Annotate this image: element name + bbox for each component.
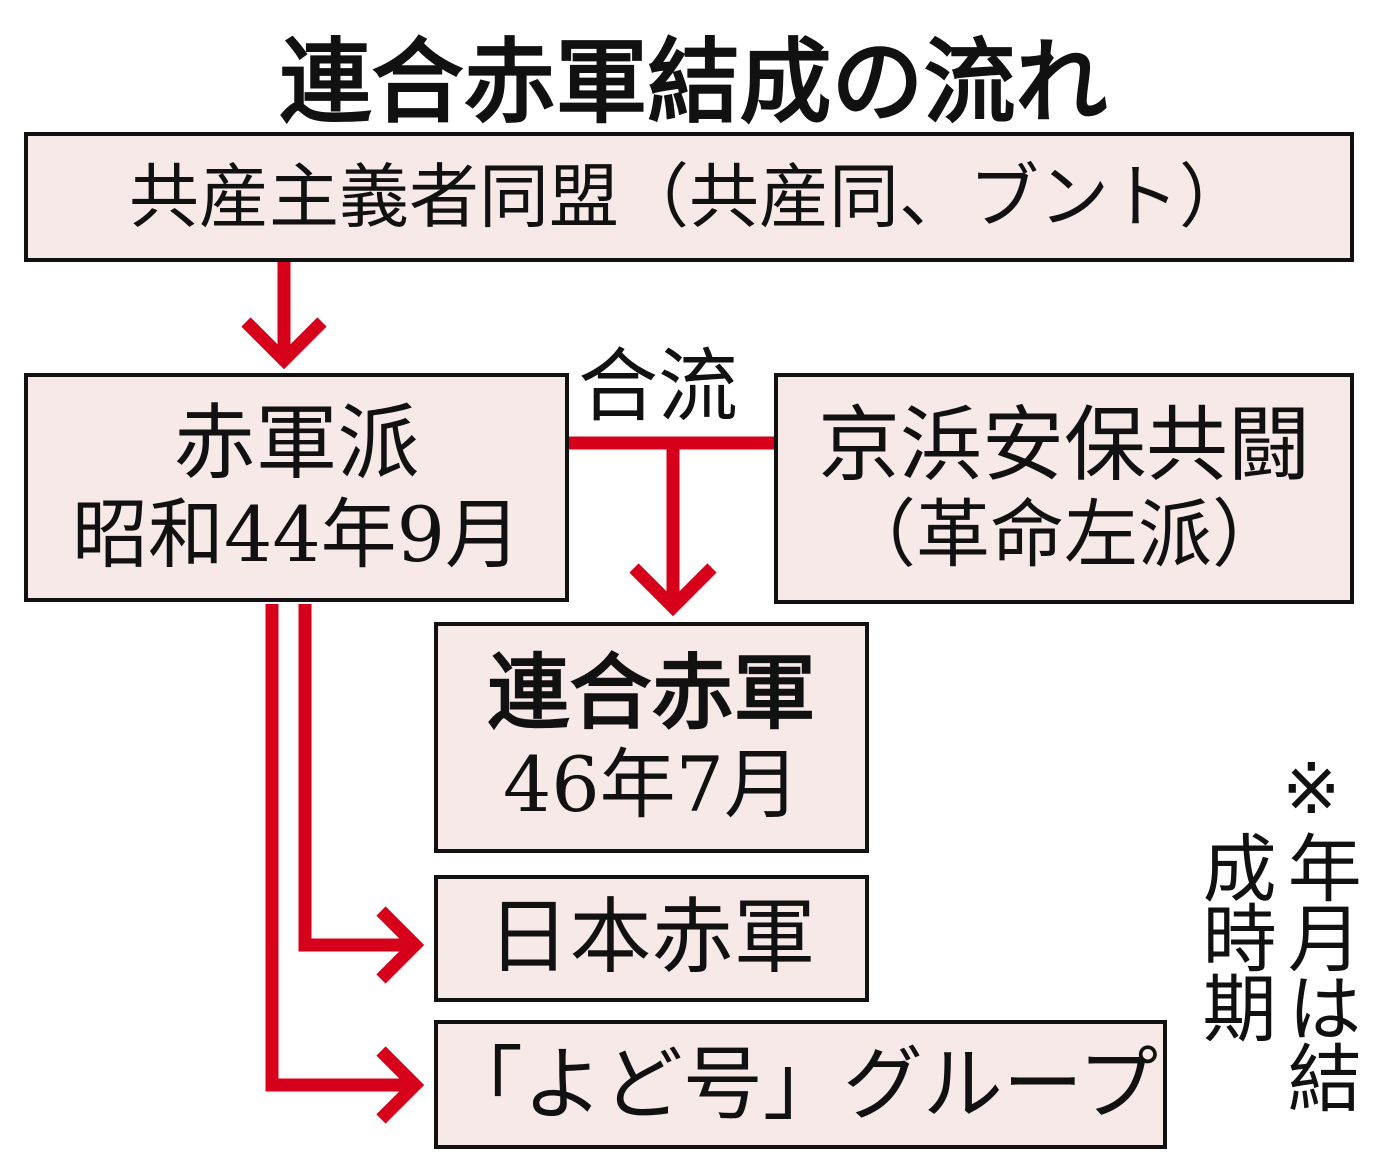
title: 連合赤軍結成の流れ bbox=[279, 29, 1108, 136]
node-nihon: 日本赤軍 bbox=[434, 875, 869, 1002]
node-rengo-date: 46年7月 bbox=[502, 739, 801, 829]
node-keihin: 京浜安保共闘 （革命左派） bbox=[774, 373, 1354, 604]
arrow-bund-to-sekigunha bbox=[241, 262, 327, 370]
node-bund-label: 共産主義者同盟（共産同、ブント） bbox=[129, 155, 1249, 238]
arrow-to-nihon bbox=[298, 604, 425, 984]
merge-label: 合流 bbox=[578, 340, 738, 433]
merge-line bbox=[569, 436, 774, 617]
node-sekigunha-name: 赤軍派 bbox=[173, 395, 420, 491]
node-sekigunha: 赤軍派 昭和44年9月 bbox=[24, 373, 569, 602]
node-nihon-label: 日本赤軍 bbox=[487, 890, 816, 986]
node-yodo-label: 「よど号」グループ bbox=[442, 1037, 1159, 1131]
note-mark: ※ bbox=[1282, 748, 1341, 830]
note-text: 年月は結成時期 bbox=[1190, 830, 1362, 1110]
node-sekigunha-date: 昭和44年9月 bbox=[71, 489, 522, 579]
node-keihin-sub: （革命左派） bbox=[842, 492, 1286, 579]
node-rengo: 連合赤軍 46年7月 bbox=[434, 622, 869, 853]
node-keihin-name: 京浜安保共闘 bbox=[817, 397, 1310, 493]
node-rengo-name: 連合赤軍 bbox=[487, 645, 816, 741]
arrow-to-yodo bbox=[265, 604, 425, 1124]
node-bund: 共産主義者同盟（共産同、ブント） bbox=[24, 132, 1354, 262]
node-yodo: 「よど号」グループ bbox=[434, 1020, 1167, 1149]
